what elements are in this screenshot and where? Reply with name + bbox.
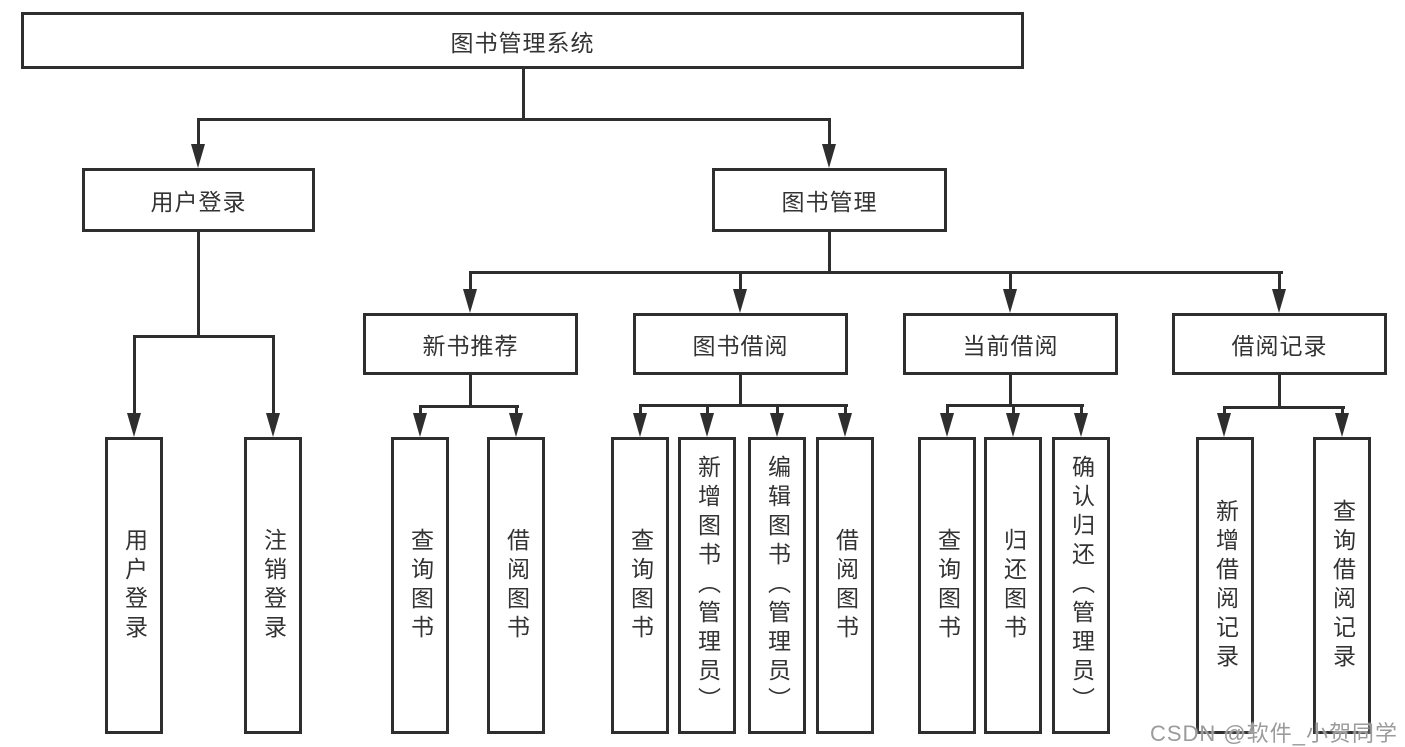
arrow-down-icon xyxy=(1003,289,1017,313)
connector-arrow-shaft xyxy=(197,118,200,146)
node-label: 查询借阅记录 xyxy=(1329,498,1356,673)
connector-newbook-stub xyxy=(469,375,472,405)
arrow-down-icon xyxy=(822,144,836,168)
connector-arrow-shaft xyxy=(1223,406,1226,415)
connector-arrow-shaft xyxy=(1012,404,1015,415)
arrow-down-icon xyxy=(940,413,954,437)
node-book-management: 图书管理 xyxy=(712,168,947,232)
csdn-watermark: CSDN @软件_小贺同学 xyxy=(1149,721,1398,746)
node-label: 当前借阅 xyxy=(962,333,1059,359)
connector-arrow-shaft xyxy=(1080,404,1083,415)
connector-records-stub xyxy=(1278,375,1281,406)
connector-arrow-shaft xyxy=(133,335,136,415)
arrow-down-icon xyxy=(770,413,784,437)
node-label: 新增借阅记录 xyxy=(1212,498,1239,673)
connector-root-rail xyxy=(197,118,831,121)
arrow-down-icon xyxy=(733,289,747,313)
node-leaf-br-query-record: 查询借阅记录 xyxy=(1313,437,1371,734)
arrow-down-icon xyxy=(838,413,852,437)
arrow-down-icon xyxy=(633,413,647,437)
arrow-down-icon xyxy=(1074,413,1088,437)
connector-arrow-shaft xyxy=(639,404,642,415)
node-label: 图书管理系统 xyxy=(450,29,595,56)
arrow-down-icon xyxy=(413,413,427,437)
connector-records-rail xyxy=(1223,406,1345,409)
arrow-down-icon xyxy=(191,144,205,168)
connector-root-stub xyxy=(522,69,525,118)
node-label: 借阅图书 xyxy=(832,527,859,644)
connector-current-rail xyxy=(946,404,1084,407)
connector-arrow-shaft xyxy=(515,405,518,415)
node-leaf-bb-add-books: 新增图书（管理员） xyxy=(678,437,736,734)
node-label: 查询图书 xyxy=(627,527,654,644)
node-label: 确认归还（管理员） xyxy=(1068,455,1095,716)
node-label: 图书管理 xyxy=(781,189,878,215)
node-borrowing-records: 借阅记录 xyxy=(1172,313,1387,375)
connector-arrow-shaft xyxy=(828,118,831,146)
arrow-down-icon xyxy=(1006,413,1020,437)
connector-mgmt-rail xyxy=(469,271,1283,274)
node-label: 借阅图书 xyxy=(503,527,530,644)
node-label: 查询图书 xyxy=(407,527,434,644)
node-leaf-bb-query-books: 查询图书 xyxy=(611,437,669,734)
arrow-down-icon xyxy=(127,413,141,437)
arrow-down-icon xyxy=(509,413,523,437)
node-label: 编辑图书（管理员） xyxy=(764,455,791,716)
connector-mgmt-stub xyxy=(828,232,831,271)
node-library-system: 图书管理系统 xyxy=(21,12,1024,69)
node-label: 新书推荐 xyxy=(422,333,519,359)
connector-arrow-shaft xyxy=(739,271,742,291)
arrow-down-icon xyxy=(1335,413,1349,437)
connector-arrow-shaft xyxy=(844,404,847,415)
arrow-down-icon xyxy=(1272,289,1286,313)
arrow-down-icon xyxy=(700,413,714,437)
node-label: 用户登录 xyxy=(150,189,247,215)
arrow-down-icon xyxy=(1217,413,1231,437)
node-label: 归还图书 xyxy=(1000,527,1027,644)
connector-arrow-shaft xyxy=(1009,271,1012,291)
connector-newbook-rail xyxy=(419,405,519,408)
connector-user-stub xyxy=(197,232,200,335)
connector-borrow-stub xyxy=(739,375,742,404)
node-label: 图书借阅 xyxy=(692,333,789,359)
node-user-login: 用户登录 xyxy=(82,168,315,232)
node-label: 查询图书 xyxy=(934,527,961,644)
node-leaf-cb-query-books: 查询图书 xyxy=(918,437,976,734)
node-leaf-cb-return-books: 归还图书 xyxy=(984,437,1042,734)
connector-arrow-shaft xyxy=(946,404,949,415)
node-label: 借阅记录 xyxy=(1231,333,1328,359)
node-label: 用户登录 xyxy=(121,527,148,644)
node-leaf-cb-confirm-return: 确认归还（管理员） xyxy=(1052,437,1110,734)
arrow-down-icon xyxy=(463,289,477,313)
connector-current-stub xyxy=(1009,375,1012,404)
arrow-down-icon xyxy=(266,413,280,437)
connector-arrow-shaft xyxy=(419,405,422,415)
node-leaf-br-add-record: 新增借阅记录 xyxy=(1196,437,1254,734)
node-leaf-nb-borrow-books: 借阅图书 xyxy=(487,437,545,734)
connector-arrow-shaft xyxy=(469,271,472,291)
connector-arrow-shaft xyxy=(1341,406,1344,415)
connector-borrow-rail xyxy=(639,404,848,407)
node-leaf-nb-query-books: 查询图书 xyxy=(391,437,449,734)
node-book-borrowing: 图书借阅 xyxy=(633,313,848,375)
connector-arrow-shaft xyxy=(706,404,709,415)
node-leaf-bb-borrow-books: 借阅图书 xyxy=(816,437,874,734)
node-leaf-user-login: 用户登录 xyxy=(105,437,163,734)
node-new-book-recommend: 新书推荐 xyxy=(363,313,578,375)
connector-arrow-shaft xyxy=(272,335,275,415)
node-current-borrowing: 当前借阅 xyxy=(903,313,1118,375)
node-leaf-bb-edit-books: 编辑图书（管理员） xyxy=(748,437,806,734)
connector-user-rail xyxy=(133,335,275,338)
node-label: 注销登录 xyxy=(260,527,287,644)
node-label: 新增图书（管理员） xyxy=(694,455,721,716)
connector-arrow-shaft xyxy=(776,404,779,415)
node-leaf-logout: 注销登录 xyxy=(244,437,302,734)
connector-arrow-shaft xyxy=(1278,271,1281,291)
